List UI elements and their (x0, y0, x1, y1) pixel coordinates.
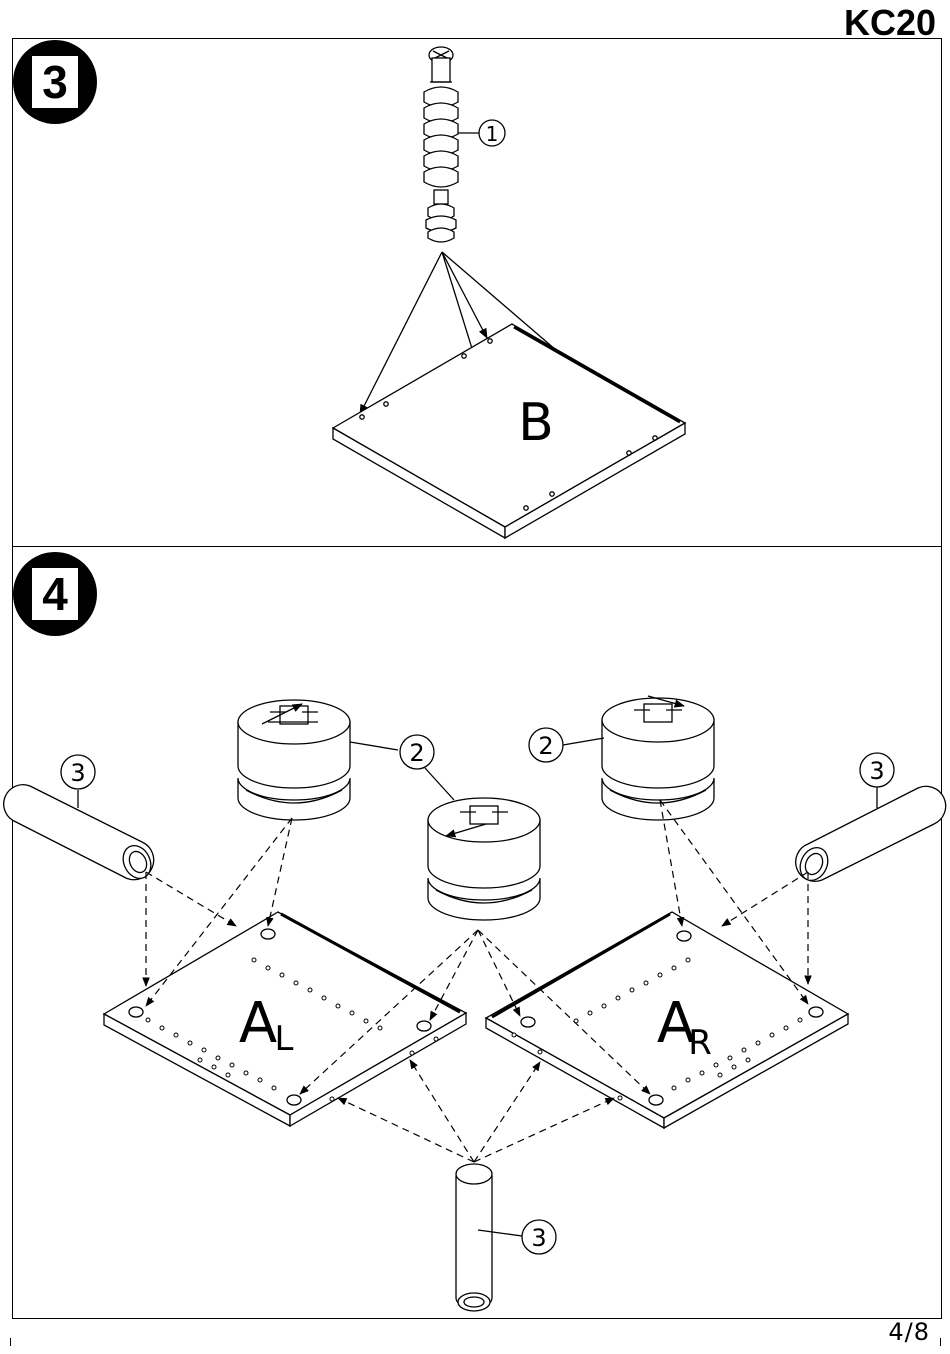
page-number: 4/8 (888, 1318, 930, 1346)
callout-3-right-number: 3 (869, 757, 884, 785)
crop-mark-right (940, 1338, 941, 1346)
dowel-left (4, 785, 156, 883)
dowel-bottom (456, 1164, 492, 1311)
cam-lock-left (238, 700, 350, 820)
cam-bolt-1 (424, 47, 458, 242)
crop-mark-left (10, 1338, 11, 1346)
callout-2-right-number: 2 (538, 732, 553, 760)
cam-lock-center (428, 798, 540, 920)
panel-a-left-label: A (239, 991, 277, 1056)
panel-a-left-sub: L (275, 1019, 294, 1059)
callout-3-bottom-number: 3 (531, 1224, 546, 1252)
callout-2-left-number: 2 (409, 739, 424, 767)
dowel-right (795, 786, 946, 885)
cam-lock-right (602, 696, 714, 820)
callout-3-left-number: 3 (70, 759, 85, 787)
callout-1-number: 1 (486, 122, 499, 146)
panel-b-label: B (518, 393, 554, 453)
panel-b (333, 324, 685, 538)
panel-a-right-sub: R (688, 1023, 712, 1063)
